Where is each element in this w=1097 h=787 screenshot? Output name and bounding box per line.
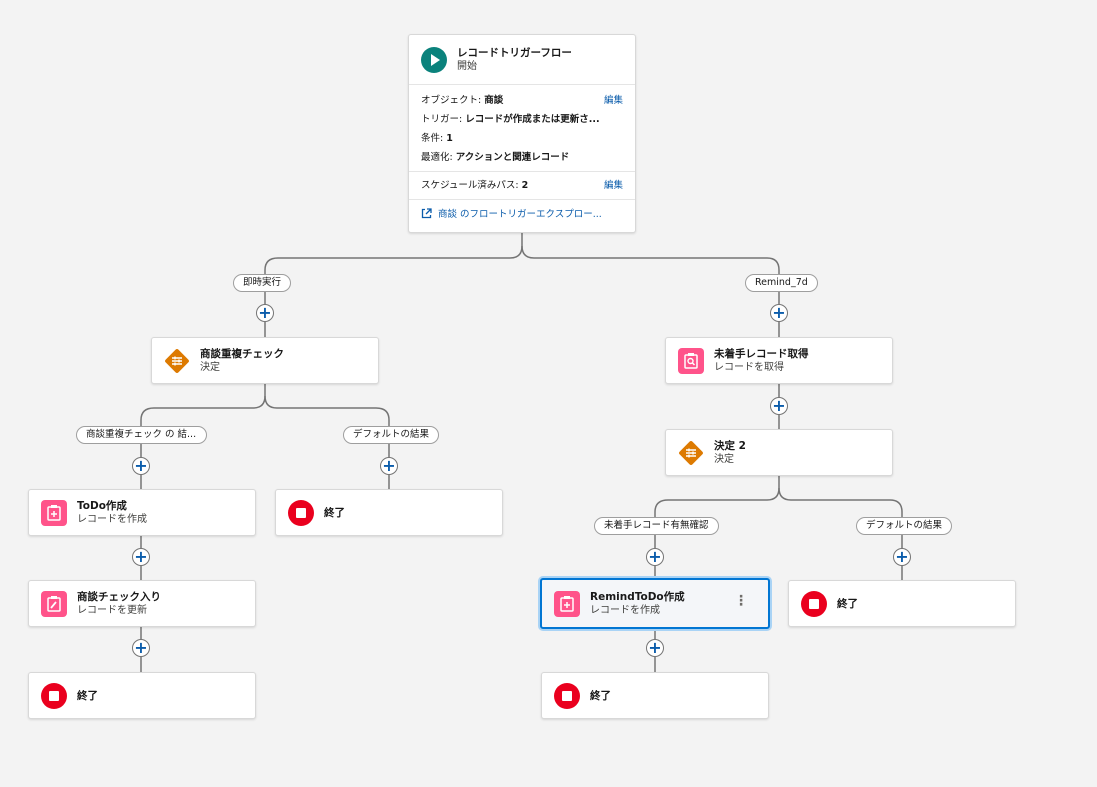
decision-node-duplicate-check[interactable]: 商談重複チェック 決定: [151, 337, 379, 384]
add-element-button[interactable]: +: [770, 304, 788, 322]
optimize-value: アクションと関連レコード: [455, 152, 570, 163]
condition-row: 条件: 1: [421, 129, 623, 148]
condition-value: 1: [446, 133, 453, 144]
node-title: 商談チェック入り: [77, 590, 161, 603]
path-label-immediate[interactable]: 即時実行: [233, 274, 292, 292]
decision-node-2[interactable]: 決定 2 決定: [665, 429, 893, 476]
trigger-row: トリガー: レコードが作成または更新さ...: [421, 110, 623, 129]
explorer-link-text: 商談 のフロートリガーエクスプロー...: [438, 209, 602, 220]
add-element-button[interactable]: +: [646, 639, 664, 657]
create-record-icon: [554, 590, 580, 617]
add-element-button[interactable]: +: [132, 639, 150, 657]
node-type: レコードを更新: [77, 604, 147, 616]
stop-icon: [801, 590, 827, 617]
add-element-button[interactable]: +: [893, 548, 911, 566]
end-node-right-default[interactable]: 終了: [788, 580, 1016, 627]
decision-type: 決定: [200, 361, 220, 373]
optimize-label: 最適化:: [421, 152, 456, 163]
scheduled-value: 2: [521, 180, 529, 191]
start-title: レコードトリガーフロー: [457, 46, 572, 59]
end-node-right-main[interactable]: 終了: [541, 672, 769, 719]
update-record-node-opportunity[interactable]: 商談チェック入り レコードを更新: [28, 580, 256, 627]
add-element-button[interactable]: +: [132, 457, 150, 475]
start-element-card[interactable]: レコードトリガーフロー 開始 オブジェクト: 商談 編集 トリガー: レコードが…: [408, 34, 636, 233]
optimize-row: 最適化: アクションと関連レコード: [421, 148, 623, 167]
object-value: 商談: [484, 95, 504, 106]
trigger-explorer-link[interactable]: 商談 のフロートリガーエクスプロー...: [409, 200, 635, 226]
create-record-node-todo[interactable]: ToDo作成 レコードを作成: [28, 489, 256, 536]
decision-title: 商談重複チェック: [200, 347, 284, 360]
more-actions-icon[interactable]: ⋮: [734, 593, 748, 609]
object-row: オブジェクト: 商談 編集: [421, 91, 623, 110]
decision-icon: [678, 440, 704, 466]
node-title: 未着手レコード取得: [714, 347, 809, 360]
end-label: 終了: [837, 598, 858, 610]
scheduled-label: スケジュール済みパス:: [421, 180, 522, 191]
decision-icon: [164, 348, 190, 374]
object-label: オブジェクト:: [421, 95, 485, 106]
external-link-icon: [421, 207, 432, 219]
decision-type: 決定: [714, 453, 734, 465]
node-title: ToDo作成: [77, 499, 127, 512]
trigger-value: レコードが作成または更新さ...: [465, 114, 600, 125]
play-icon: [421, 46, 447, 73]
stop-icon: [41, 682, 67, 709]
add-element-button[interactable]: +: [132, 548, 150, 566]
get-records-node-pending[interactable]: 未着手レコード取得 レコードを取得: [665, 337, 893, 384]
scheduled-paths-section: スケジュール済みパス: 2 編集: [409, 172, 635, 200]
start-config-section: オブジェクト: 商談 編集 トリガー: レコードが作成または更新さ... 条件:…: [409, 85, 635, 172]
end-node-left-main[interactable]: 終了: [28, 672, 256, 719]
start-header[interactable]: レコードトリガーフロー 開始: [409, 35, 635, 85]
node-type: レコードを作成: [590, 604, 660, 616]
condition-label: 条件:: [421, 133, 447, 144]
add-element-button[interactable]: +: [380, 457, 398, 475]
update-record-icon: [41, 590, 67, 617]
outcome-label-default-right[interactable]: デフォルトの結果: [856, 517, 953, 535]
node-type: レコードを作成: [77, 513, 147, 525]
add-element-button[interactable]: +: [770, 397, 788, 415]
stop-icon: [554, 682, 580, 709]
add-element-button[interactable]: +: [256, 304, 274, 322]
create-record-node-remind-todo[interactable]: RemindToDo作成 レコードを作成 ⋮: [540, 578, 770, 629]
start-subtitle: 開始: [457, 60, 477, 72]
edit-scheduled-link[interactable]: 編集: [603, 180, 623, 191]
node-type: レコードを取得: [714, 361, 784, 373]
create-record-icon: [41, 499, 67, 526]
outcome-label-default-left[interactable]: デフォルトの結果: [343, 426, 440, 444]
end-label: 終了: [77, 690, 98, 702]
add-element-button[interactable]: +: [646, 548, 664, 566]
outcome-label-duplicate-check[interactable]: 商談重複チェック の 結...: [76, 426, 207, 444]
edit-object-link[interactable]: 編集: [603, 95, 623, 106]
outcome-label-pending-check[interactable]: 未着手レコード有無確認: [594, 517, 719, 535]
path-label-remind[interactable]: Remind_7d: [745, 274, 818, 292]
stop-icon: [288, 499, 314, 526]
trigger-label: トリガー:: [421, 114, 466, 125]
end-label: 終了: [324, 507, 345, 519]
get-records-icon: [678, 347, 704, 374]
end-node-left-default[interactable]: 終了: [275, 489, 503, 536]
end-label: 終了: [590, 690, 611, 702]
decision-title: 決定 2: [714, 439, 746, 452]
node-title: RemindToDo作成: [590, 590, 685, 603]
